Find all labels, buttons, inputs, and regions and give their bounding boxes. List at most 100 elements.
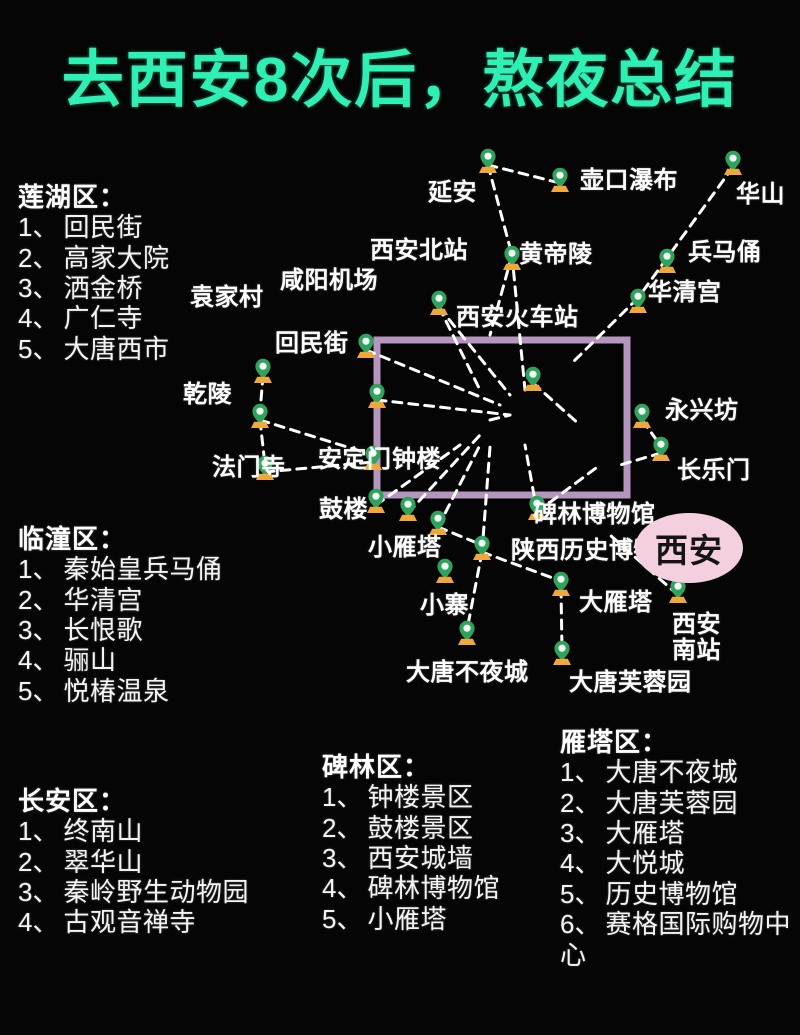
- map-pin-xiaoyanta-icon[interactable]: [421, 503, 455, 537]
- district-heading-lintong: 临潼区：: [18, 524, 127, 554]
- list-item-number: 5、: [18, 333, 59, 364]
- map-label-xiaoyanta: 小雁塔: [368, 534, 442, 561]
- list-item-name: 终南山: [63, 816, 143, 847]
- map-label-famensi: 法门寺: [212, 454, 286, 481]
- list-item-number: 5、: [18, 675, 59, 706]
- map-pin-shaanxi-lishi-icon[interactable]: [465, 528, 499, 562]
- list-item: 3、秦岭野生动物园: [18, 877, 338, 907]
- list-item-name: 翠华山: [63, 846, 143, 877]
- district-heading-beilin: 碑林区：: [322, 752, 431, 782]
- list-item-number: 3、: [18, 876, 59, 907]
- list-item-number: 3、: [560, 817, 601, 848]
- map-label-datang-furongyuan: 大唐芙蓉园: [569, 669, 692, 696]
- list-item: 5、历史博物馆: [560, 879, 800, 909]
- map-pin-andingmen-icon[interactable]: [356, 438, 390, 472]
- map-pin-yuanjiacun-icon[interactable]: [246, 351, 280, 385]
- map-label-huiminjie: 回民街: [275, 330, 349, 357]
- map-pin-bingmayong-icon[interactable]: [650, 241, 684, 275]
- list-item-number: 4、: [18, 303, 59, 334]
- center-city-label: 西安: [655, 532, 723, 569]
- list-item: 2、华清宫: [18, 585, 318, 615]
- list-item-number: 2、: [18, 846, 59, 877]
- map-pin-changlemen-icon[interactable]: [644, 429, 678, 463]
- list-item-name: 古观音禅寺: [63, 907, 196, 938]
- route-line: [531, 381, 582, 427]
- map-pin-huashan-icon[interactable]: [716, 143, 750, 177]
- page-title-text: 去西安8次后，熬夜总结: [61, 46, 739, 115]
- route-line: [436, 443, 482, 529]
- list-item-number: 5、: [322, 903, 363, 934]
- list-item-name: 大悦城: [605, 848, 685, 879]
- map-label-yongxingfang: 永兴坊: [665, 397, 739, 424]
- map-pin-huaqinggong-icon[interactable]: [621, 281, 655, 315]
- route-line: [364, 348, 502, 407]
- list-item-name: 华清宫: [63, 584, 143, 615]
- list-item: 2、鼓楼景区: [322, 813, 552, 843]
- list-item: 4、碑林博物馆: [322, 873, 552, 903]
- list-item: 4、古观音禅寺: [18, 907, 338, 937]
- map-label-xian-huochezhan: 西安火车站: [456, 304, 579, 331]
- map-pin-xiaozhai-icon[interactable]: [428, 551, 462, 585]
- district-heading-changan: 长安区：: [18, 786, 127, 816]
- map-label-xian-nanzhan: 西安南站: [672, 611, 721, 664]
- map-pin-beilin-bowuguan-icon[interactable]: [520, 488, 554, 522]
- list-item: 5、大唐西市: [18, 334, 193, 364]
- list-item: 1、秦始皇兵马俑: [18, 554, 318, 584]
- map-pin-huiminjie-icon[interactable]: [360, 376, 394, 410]
- map-pin-zhonglou-icon[interactable]: [391, 489, 425, 523]
- list-item-name: 洒金桥: [63, 272, 143, 303]
- map-label-datang-buyecheng: 大唐不夜城: [406, 659, 529, 686]
- district-heading-lianhu: 莲湖区：: [18, 182, 127, 212]
- list-item-number: 1、: [18, 816, 59, 847]
- route-line: [510, 253, 527, 392]
- map-label-dayanta: 大雁塔: [579, 589, 653, 616]
- map-label-huangdiling: 黄帝陵: [519, 241, 593, 268]
- list-item-number: 2、: [18, 242, 59, 273]
- map-pin-yongxingfang-icon[interactable]: [625, 396, 659, 430]
- map-pin-xian-nanzhan-icon[interactable]: [661, 571, 695, 605]
- list-item-number: 4、: [560, 848, 601, 879]
- map-pin-yanan-icon[interactable]: [471, 141, 505, 175]
- route-line: [263, 460, 375, 474]
- route-line: [465, 550, 484, 632]
- list-item: 3、长恨歌: [18, 615, 318, 645]
- list-item-number: 1、: [322, 782, 363, 813]
- map-pin-dayanta-icon[interactable]: [544, 564, 578, 598]
- route-line: [488, 413, 512, 422]
- map-pin-hukou-pubu-icon[interactable]: [543, 160, 577, 194]
- map-pin-xian-beizhan-icon[interactable]: [422, 283, 456, 317]
- route-line: [437, 305, 482, 392]
- map-label-gulou: 鼓楼: [319, 496, 368, 523]
- map-pin-qianling-icon[interactable]: [243, 396, 277, 430]
- map-pin-huangdiling-icon[interactable]: [495, 238, 529, 272]
- list-item-number: 4、: [322, 873, 363, 904]
- route-line: [374, 443, 462, 507]
- map-pin-datang-furongyuan-icon[interactable]: [545, 633, 579, 667]
- map-label-xianyang-jichang: 咸阳机场: [280, 267, 378, 294]
- route-line: [523, 443, 539, 514]
- map-pin-xianyang-jichang-icon[interactable]: [349, 326, 383, 360]
- map-label-hukou-pubu: 壶口瀑布: [580, 167, 678, 194]
- list-item-number: 1、: [560, 757, 601, 788]
- map-pin-xian-huochezhan-icon[interactable]: [516, 359, 550, 393]
- list-item-name: 高家大院: [63, 242, 170, 273]
- list-item-name: 大唐不夜城: [605, 757, 738, 788]
- route-line: [568, 296, 640, 367]
- map-label-zhonglou: 钟楼: [392, 446, 441, 473]
- route-line: [437, 305, 512, 397]
- list-item-number: 1、: [18, 212, 59, 243]
- list-item-name: 历史博物馆: [605, 878, 738, 909]
- city-wall-rectangle: [373, 336, 631, 499]
- map-pin-gulou-icon[interactable]: [359, 481, 393, 515]
- list-item-number: 3、: [18, 272, 59, 303]
- map-pin-famensi-icon[interactable]: [248, 448, 282, 482]
- map-pin-datang-buyecheng-icon[interactable]: [450, 613, 484, 647]
- xian-attractions-map: 延安壶口瀑布华山黄帝陵兵马俑西安北站华清宫咸阳机场袁家村回民街乾陵西安火车站永兴…: [180, 135, 800, 710]
- list-item: 2、高家大院: [18, 243, 193, 273]
- list-item-name: 鼓楼景区: [367, 812, 474, 843]
- page-title: 去西安8次后，熬夜总结: [0, 28, 800, 120]
- list-item-name: 大雁塔: [605, 817, 685, 848]
- list-item: 3、西安城墙: [322, 843, 552, 873]
